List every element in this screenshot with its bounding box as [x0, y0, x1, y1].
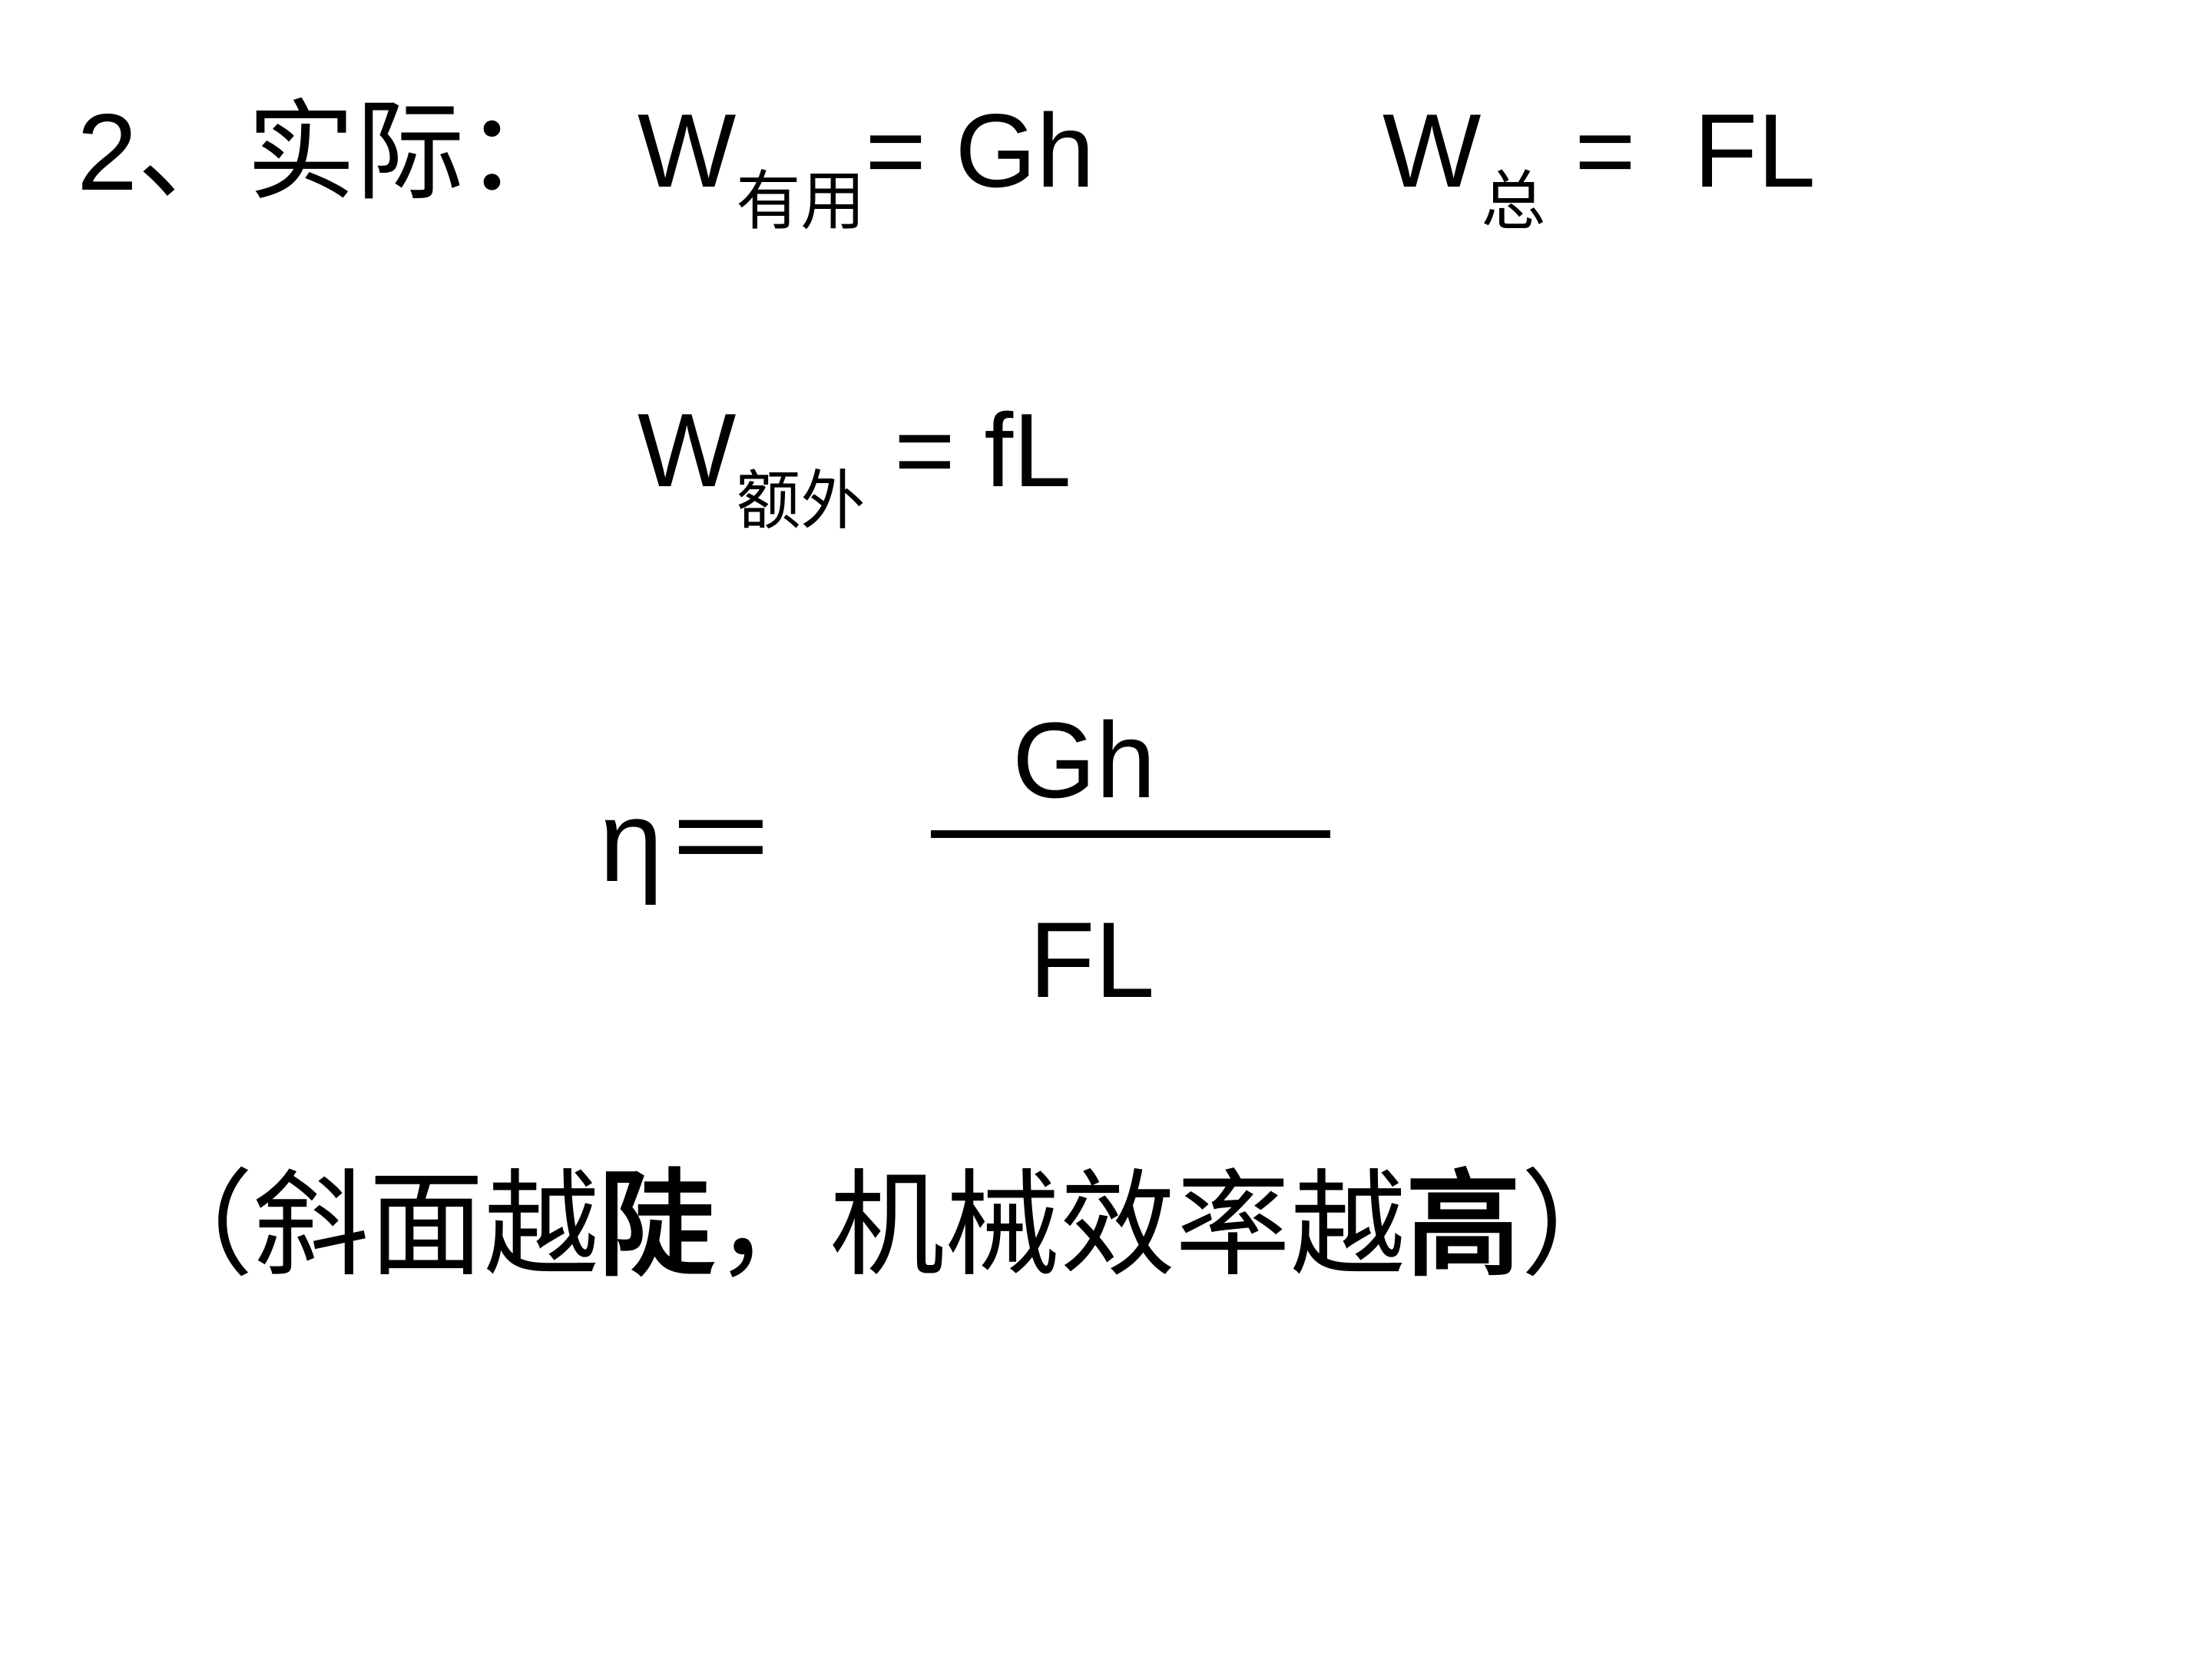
extra-work-rhs: = fL [865, 392, 1071, 508]
actual-work-line: 2、实际： W有用= Gh W总 = FL [77, 98, 1816, 234]
note-close: ） [1521, 1159, 1637, 1293]
useful-work-symbol: W [637, 92, 737, 209]
note-middle: ，机械效率越 [714, 1159, 1406, 1293]
total-work-subscript: 总 [1481, 164, 1546, 239]
section-label: 2、实际： [77, 91, 574, 214]
extra-work-symbol: W [637, 392, 737, 508]
useful-work-subscript: 有用 [736, 164, 866, 239]
useful-work-equation: W有用= Gh [637, 98, 1094, 233]
useful-work-rhs: = Gh [865, 92, 1095, 209]
fraction-bar [931, 830, 1330, 838]
total-work-rhs: = FL [1545, 92, 1816, 209]
extra-work-subscript: 额外 [736, 463, 866, 538]
total-work-equation: W总 = FL [1382, 98, 1816, 233]
fraction-numerator: Gh [1012, 700, 1156, 820]
conclusion-note: （斜面越陡，机械效率越高） [138, 1167, 1636, 1283]
note-emphasis-steep: 陡 [599, 1157, 715, 1293]
note-emphasis-high: 高 [1406, 1157, 1522, 1293]
fraction-denominator: FL [1029, 899, 1155, 1020]
total-work-symbol: W [1382, 92, 1482, 209]
efficiency-lhs: η＝ [599, 777, 779, 906]
note-open: （斜面越 [138, 1159, 600, 1293]
extra-work-equation: W额外 = fL [637, 398, 1071, 533]
